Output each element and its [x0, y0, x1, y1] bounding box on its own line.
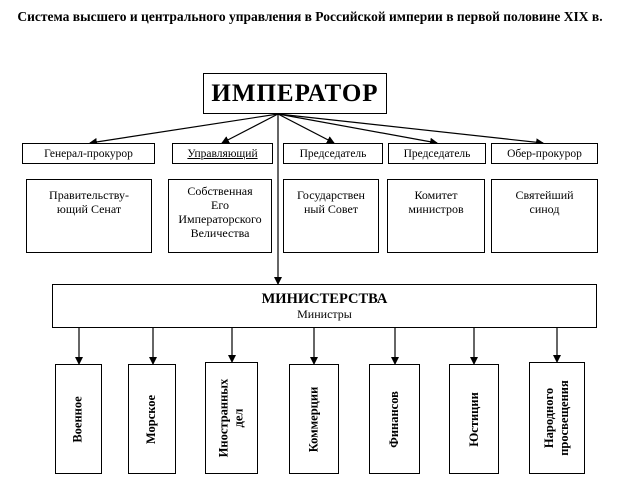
arrow-to-role-3: [277, 113, 335, 144]
ministries-box: МИНИСТЕРСТВА Министры: [52, 284, 597, 328]
arrow-to-role-2: [221, 113, 279, 144]
body-box-committee-of-ministers: Комитет министров: [387, 179, 485, 253]
ministry-label: Финансов: [387, 390, 401, 448]
role-box-prosecutor-general: Генерал-прокурор: [22, 143, 155, 164]
ministry-label: Морское: [144, 394, 159, 444]
body-label: Святейший синод: [515, 188, 574, 216]
body-box-senate: Правительству- ющий Сенат: [26, 179, 152, 253]
role-label: Управляющий: [187, 147, 258, 160]
ministry-box-military: Военное: [55, 364, 102, 474]
role-label: Председатель: [403, 147, 471, 160]
role-box-manager: Управляющий: [172, 143, 273, 164]
emperor-label: ИМПЕРАТОР: [211, 79, 379, 107]
ministry-box-naval: Морское: [128, 364, 176, 474]
ministry-label: Военное: [71, 395, 85, 443]
role-label: Генерал-прокурор: [44, 147, 133, 160]
ministry-label: Коммерции: [306, 386, 321, 452]
ministry-label: Народного просвещения: [542, 380, 571, 456]
arrow-to-role-4: [277, 113, 438, 146]
body-box-synod: Святейший синод: [491, 179, 598, 253]
role-box-committee-chairman: Председатель: [388, 143, 486, 164]
arrow-to-role-1: [89, 113, 279, 146]
body-label: Правительству- ющий Сенат: [49, 188, 129, 216]
role-label: Председатель: [299, 147, 367, 160]
body-box-chancellery: Собственная Его Императорского Величеств…: [168, 179, 272, 253]
ministries-subheading: Министры: [297, 307, 352, 321]
arrow-to-role-5: [277, 113, 544, 147]
body-label: Комитет министров: [408, 188, 464, 216]
role-label: Обер-прокурор: [507, 147, 582, 160]
ministry-label: Юстиции: [466, 391, 481, 447]
emperor-box: ИМПЕРАТОР: [203, 73, 387, 114]
ministry-box-foreign-affairs: Иностранных дел: [205, 362, 258, 474]
role-box-ober-prosecutor: Обер-прокурор: [491, 143, 598, 164]
body-box-state-council: Государствен ный Совет: [283, 179, 379, 253]
ministries-heading: МИНИСТЕРСТВА: [261, 291, 388, 307]
ministry-box-education: Народного просвещения: [529, 362, 585, 474]
role-box-council-chairman: Председатель: [283, 143, 383, 164]
ministry-label: Иностранных дел: [216, 378, 246, 458]
body-label: Собственная Его Императорского Величеств…: [178, 184, 262, 240]
ministry-box-commerce: Коммерции: [289, 364, 339, 474]
body-label: Государствен ный Совет: [297, 188, 365, 216]
diagram-title: Система высшего и центрального управлени…: [17, 9, 603, 24]
ministry-box-justice: Юстиции: [449, 364, 499, 474]
ministry-box-finance: Финансов: [369, 364, 420, 474]
